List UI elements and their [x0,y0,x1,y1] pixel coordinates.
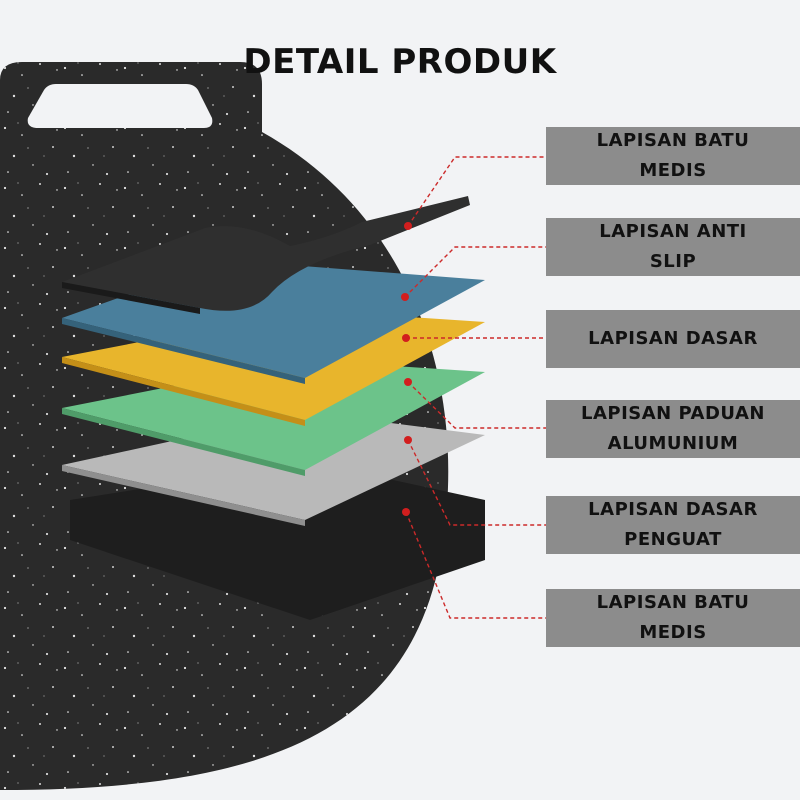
leader-line-6 [405,511,546,619]
label-layer-5-line-1: LAPISAN DASAR [588,499,758,520]
label-layer-5-line-2: PENGUAT [624,529,722,550]
label-layer-2-line-1: LAPISAN ANTI [599,221,747,242]
leader-line-5 [407,439,546,526]
leader-dot-3 [402,334,410,342]
page-title: DETAIL PRODUK [243,42,557,82]
handle-hole [27,84,213,128]
layer-black-bottom [70,462,485,620]
label-layer-3-line-1: LAPISAN DASAR [588,328,758,349]
label-layer-6-line-1: LAPISAN BATU [596,592,750,613]
label-layer-4: LAPISAN PADUAN ALUMUNIUM [546,400,800,458]
label-layer-6: LAPISAN BATU MEDIS [546,589,800,647]
layer-top-peeled [62,196,470,311]
label-layer-1-line-1: LAPISAN BATU [596,130,750,151]
leader-line-2 [404,246,546,298]
leader-dot-4 [404,378,412,386]
label-layer-2-line-2: SLIP [649,251,697,272]
label-layer-1-line-2: MEDIS [639,160,707,181]
layer-blue-edge [62,318,305,384]
layer-green-edge [62,408,305,476]
leader-dot-6 [402,508,410,516]
layer-yellow-edge [62,357,305,426]
leader-line-4 [407,381,546,429]
label-layer-4-line-2: ALUMUNIUM [607,433,739,454]
label-layer-5: LAPISAN DASAR PENGUAT [546,496,800,554]
label-layer-4-line-1: LAPISAN PADUAN [581,403,765,424]
layer-gray-edge [62,465,305,526]
layer-top-peeled-edge [62,282,200,314]
leader-lines [404,156,546,619]
label-layer-2: LAPISAN ANTI SLIP [546,218,800,276]
label-layer-1: LAPISAN BATU MEDIS [546,127,800,185]
leader-dot-2 [401,293,409,301]
leader-dot-5 [404,436,412,444]
layer-stack [62,196,485,620]
leader-dot-1 [404,222,412,230]
label-layer-3: LAPISAN DASAR [546,310,800,368]
leader-dots [401,222,412,516]
label-layer-6-line-2: MEDIS [639,622,707,643]
